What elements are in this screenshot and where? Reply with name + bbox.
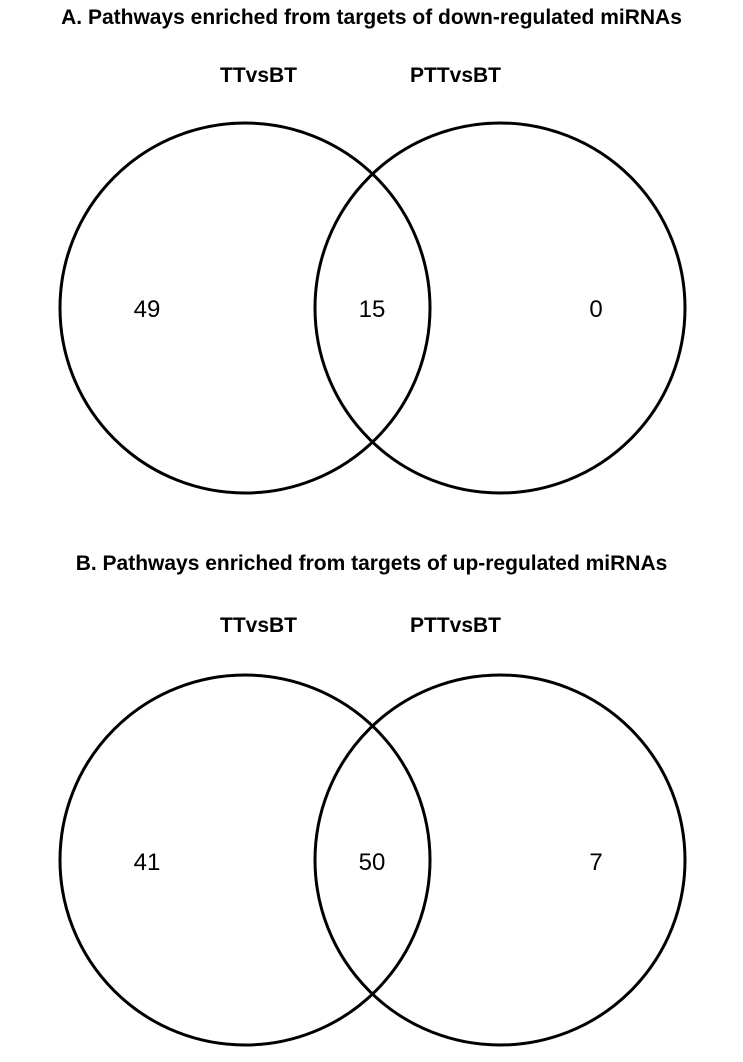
right-only-count: 7 — [589, 849, 602, 876]
overlap-count: 50 — [359, 849, 386, 876]
venn-panel-b: B. Pathways enriched from targets of up-… — [0, 535, 743, 1062]
set-circle-left — [58, 121, 432, 495]
panel-title: B. Pathways enriched from targets of up-… — [75, 552, 668, 575]
venn-panel-a: A. Pathways enriched from targets of dow… — [0, 0, 743, 520]
left-only-count: 49 — [134, 296, 161, 323]
set-label-right: PTTvsBT — [410, 614, 502, 637]
overlap-count: 15 — [359, 296, 386, 323]
right-only-count: 0 — [589, 296, 602, 323]
set-circle-right — [313, 121, 687, 495]
venn-diagram: 41 50 7 — [58, 673, 687, 1047]
set-circle-right — [313, 673, 687, 1047]
set-label-right: PTTvsBT — [410, 64, 502, 87]
set-label-left: TTvsBT — [220, 614, 298, 637]
set-label-left: TTvsBT — [220, 64, 298, 87]
venn-diagram: 49 15 0 — [58, 121, 687, 495]
left-only-count: 41 — [134, 849, 161, 876]
set-circle-left — [58, 673, 432, 1047]
panel-title: A. Pathways enriched from targets of dow… — [61, 6, 682, 29]
